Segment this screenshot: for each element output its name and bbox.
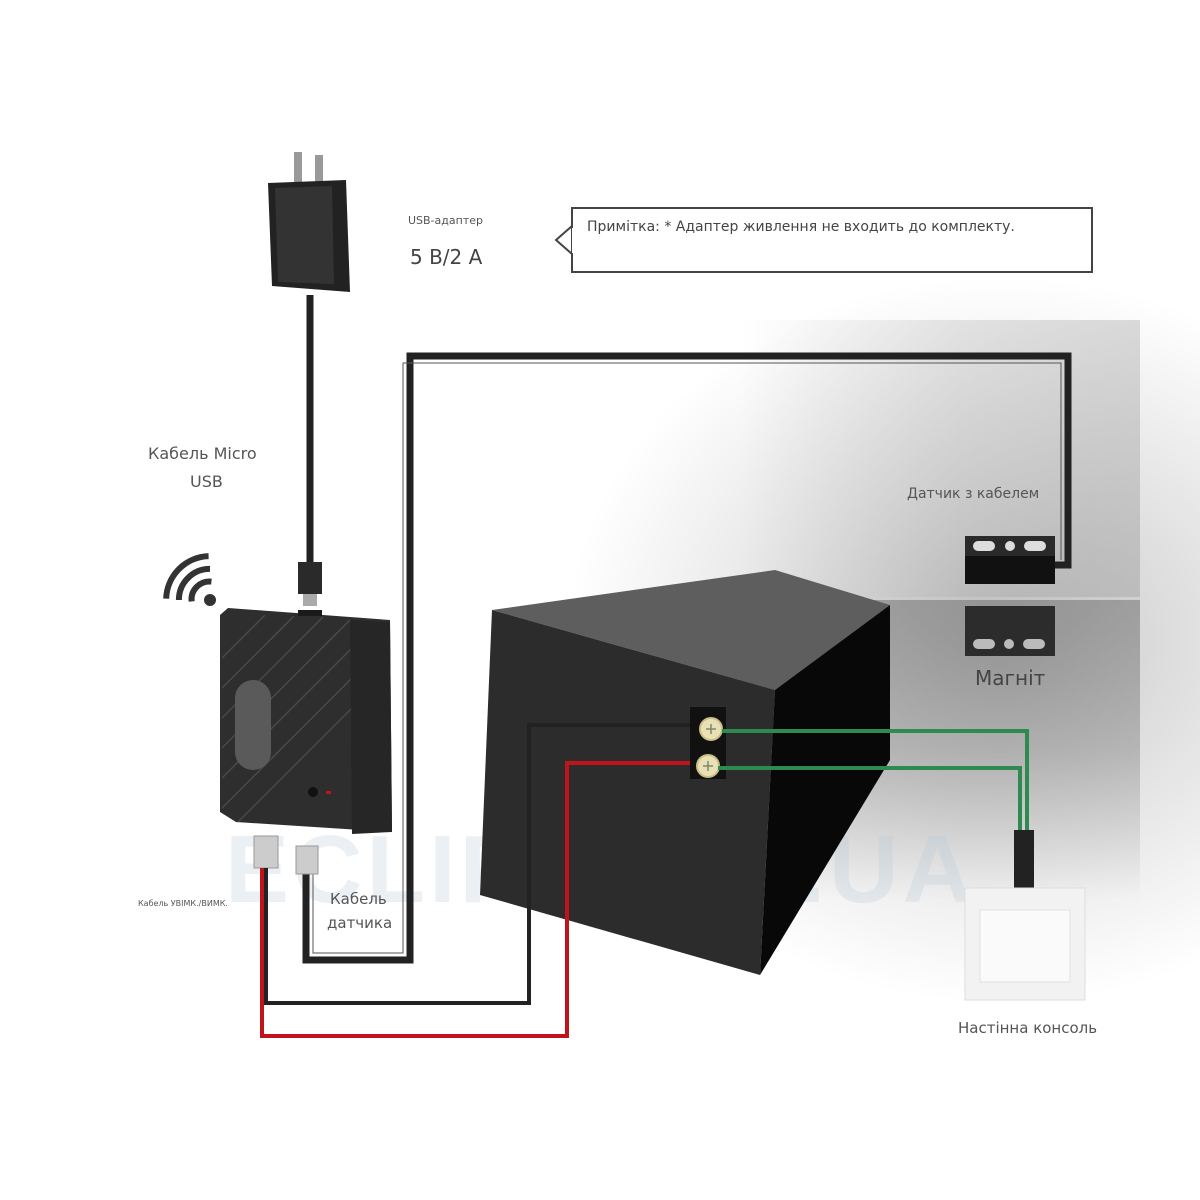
on-off-cable-label: Кабель УВІМК./ВИМК. [138, 899, 228, 908]
wifi-icon [163, 553, 216, 606]
adapter-prong-right [315, 155, 323, 185]
green-wire-2 [718, 766, 1022, 832]
micro-usb-cable-label-1: Кабель Micro [148, 444, 257, 463]
green-wire-1 [722, 729, 1029, 832]
door-frame-edge [740, 597, 1140, 600]
magnet [965, 606, 1055, 656]
usb-adapter-face [275, 186, 334, 284]
note-pointer [554, 225, 573, 255]
wall-cable [1014, 830, 1034, 890]
status-led [326, 791, 331, 794]
sensor-wire-inner [312, 362, 1062, 954]
sensor-with-cable-label: Датчик з кабелем [907, 486, 1040, 502]
sensor-cable-label-1: Кабель [330, 890, 387, 908]
controller-button[interactable] [308, 787, 318, 797]
background-wall-upper [740, 320, 1140, 597]
usb-adapter-label: USB-адаптер [408, 214, 483, 227]
sensor-connector [295, 845, 319, 875]
wall-console-label: Настінна консоль [958, 1019, 1098, 1037]
controller-device [220, 608, 392, 834]
door-sensor [965, 536, 1055, 584]
on-off-red-wire [260, 761, 695, 1038]
note-text: Примітка: * Адаптер живлення не входить … [587, 219, 1015, 235]
sensor-wire [302, 352, 1072, 964]
micro-usb-plug [298, 562, 322, 594]
controller-window [235, 680, 271, 770]
note-callout: Примітка: * Адаптер живлення не входить … [571, 207, 1093, 273]
micro-usb-tip [303, 594, 317, 606]
on-off-black-wire [264, 723, 695, 1005]
garage-door-opener [480, 570, 890, 975]
adapter-prong-left [294, 152, 302, 182]
on-off-connector [253, 835, 279, 869]
sensor-cable-label-2: датчика [327, 914, 393, 932]
usb-port [298, 610, 322, 616]
magnet-label: Магніт [975, 666, 1046, 690]
note-pointer-mask [572, 228, 575, 253]
wall-switch [964, 887, 1086, 1001]
adapter-rating-label: 5 В/2 А [410, 245, 483, 269]
micro-usb-cable-label-2: USB [190, 472, 223, 491]
